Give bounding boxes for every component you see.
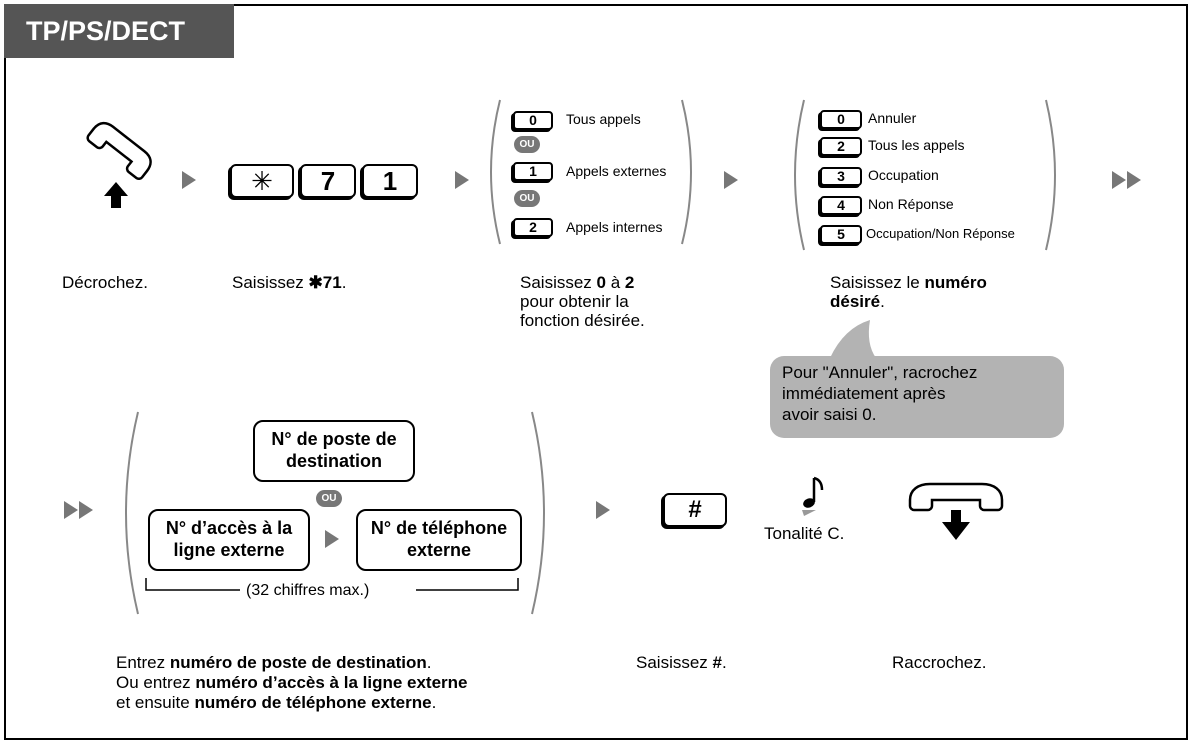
star-key: ✳ — [230, 164, 294, 198]
music-note-icon — [802, 476, 824, 516]
or-badge: OU — [316, 490, 342, 507]
mode-key-4: 4 — [820, 196, 862, 215]
or-badge: OU — [514, 190, 540, 207]
key-1: 1 — [362, 164, 418, 198]
arrow-icon — [64, 501, 78, 519]
arrow-icon — [325, 530, 339, 548]
hash-key: # — [663, 493, 727, 527]
max-digits-label: (32 chiffres max.) — [246, 582, 370, 599]
page-title: TP/PS/DECT — [4, 4, 234, 58]
hang-up-caption: Raccrochez. — [892, 653, 987, 672]
option-key-2: 2 — [513, 218, 553, 237]
destination-brackets — [125, 411, 545, 615]
mode-label: Non Réponse — [868, 196, 954, 212]
mode-label: Annuler — [868, 110, 917, 126]
arrow-icon — [1112, 171, 1126, 189]
key-7: 7 — [300, 164, 356, 198]
option-key-1: 1 — [513, 162, 553, 181]
option-label: Tous appels — [566, 111, 641, 127]
destination-caption: Entrez numéro de poste de destination. O… — [116, 653, 468, 712]
or-badge: OU — [514, 136, 540, 153]
tone-caption: Tonalité C. — [764, 524, 845, 543]
mode-label: Occupation/Non Réponse — [866, 226, 1015, 241]
note-bubble — [770, 320, 1064, 438]
hash-caption: Saisissez #. — [636, 653, 727, 672]
arrow-icon — [79, 501, 93, 519]
options-brackets — [794, 99, 1056, 251]
mode-key-3: 3 — [820, 167, 862, 186]
option-label: Appels externes — [566, 163, 667, 179]
mode-label: Tous les appels — [868, 137, 965, 153]
off-hook-handset-icon — [86, 121, 152, 208]
mode-label: Occupation — [868, 167, 939, 183]
arrow-icon — [182, 171, 196, 189]
options-brackets — [490, 99, 692, 245]
option-label: Appels internes — [566, 219, 663, 235]
on-hook-handset-icon — [908, 482, 1004, 540]
off-hook-caption: Décrochez. — [62, 273, 148, 292]
enter-code-caption: Saisissez ✱71. — [232, 273, 347, 292]
arrow-icon — [724, 171, 738, 189]
mode-key-5: 5 — [820, 225, 862, 244]
option-key-0: 0 — [513, 111, 553, 130]
arrow-icon — [596, 501, 610, 519]
mode-key-2: 2 — [820, 137, 862, 156]
arrow-icon — [455, 171, 469, 189]
diagram-frame — [4, 4, 1188, 740]
arrow-icon — [1127, 171, 1141, 189]
mode-key-0: 0 — [820, 110, 862, 129]
